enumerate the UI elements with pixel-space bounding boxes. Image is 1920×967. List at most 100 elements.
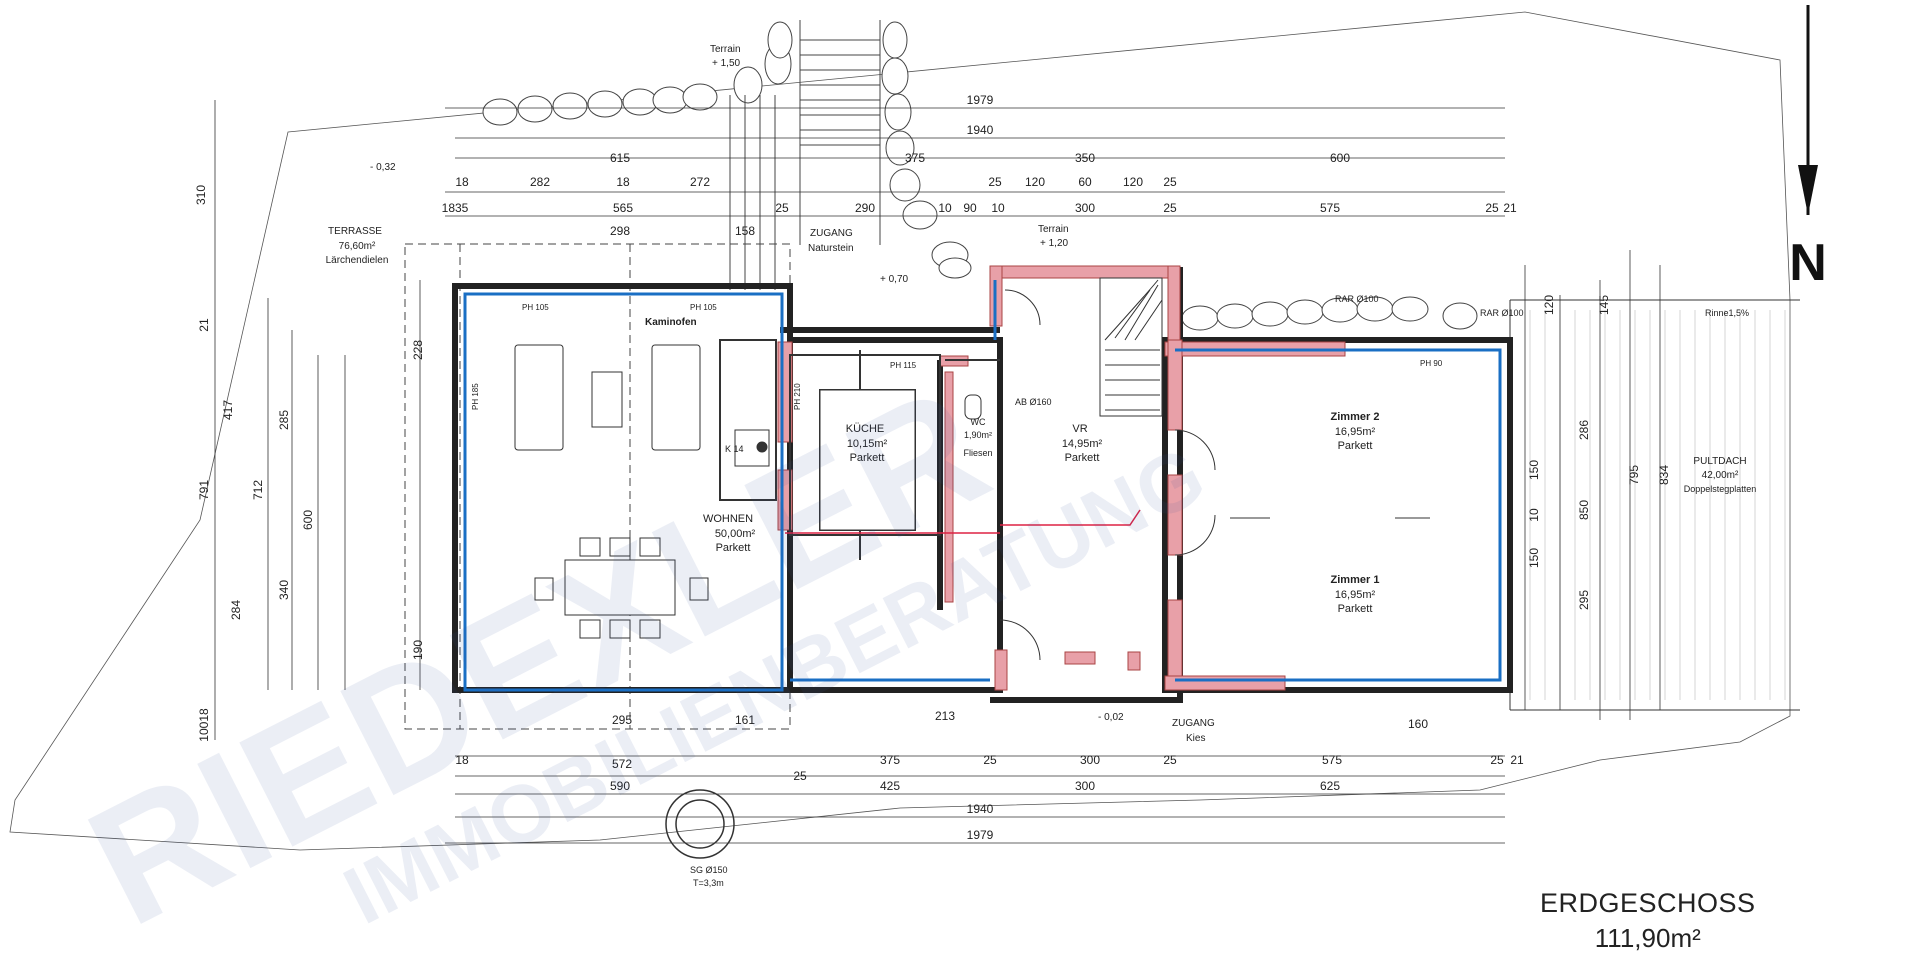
dim-425: 425 xyxy=(880,779,900,793)
dim-282: 282 xyxy=(530,175,550,189)
dim-590: 590 xyxy=(610,779,630,793)
dim-120-right: 120 xyxy=(1542,295,1556,315)
label-zugang-top: ZUGANG xyxy=(810,228,853,239)
dimension-numbers-left: 21 417 791 712 285 600 340 284 228 190 1… xyxy=(197,318,425,742)
room-zimmer1-name: Zimmer 1 xyxy=(1331,574,1380,586)
label-lvl-070: + 0,70 xyxy=(880,274,909,285)
dim-375: 375 xyxy=(905,151,925,165)
dimension-numbers-top: 1979 1940 615 375 350 600 18 282 18 272 … xyxy=(194,93,1517,238)
dim-190: 190 xyxy=(411,640,425,660)
dim-228: 228 xyxy=(411,340,425,360)
dim-158: 158 xyxy=(735,224,755,238)
label-ph105a: PH 105 xyxy=(522,303,549,312)
dim-298: 298 xyxy=(610,224,630,238)
dim-145: 145 xyxy=(1597,295,1611,315)
room-wc-floor: Fliesen xyxy=(963,448,992,458)
dim-10b: 10 xyxy=(991,201,1005,215)
label-rar1: RAR Ø100 xyxy=(1335,294,1379,304)
dim-300c: 300 xyxy=(1075,779,1095,793)
room-wohnen-floor: Parkett xyxy=(716,542,751,554)
room-wc-name: WC xyxy=(971,417,986,427)
label-ph185: PH 185 xyxy=(471,383,480,410)
dimension-numbers-bottom: 295 161 213 160 18 572 25 375 25 300 25 … xyxy=(455,709,1524,842)
stone-path-top xyxy=(482,21,1478,331)
door-swings xyxy=(999,289,1430,661)
label-ph90: PH 90 xyxy=(1420,359,1443,368)
dim-575b: 575 xyxy=(1322,753,1342,767)
dim-25i: 25 xyxy=(1490,753,1504,767)
label-terrain-top: Terrain xyxy=(710,44,741,55)
drawing-area: 111,90m² xyxy=(1594,923,1701,953)
dimension-lines xyxy=(214,100,1661,844)
dim-310: 310 xyxy=(194,185,208,205)
dim-18a: 18 xyxy=(455,175,469,189)
room-labels: WOHNEN 50,00m² Parkett KÜCHE 10,15m² Par… xyxy=(326,226,1757,615)
dim-565: 565 xyxy=(613,201,633,215)
label-kaminofen: Kaminofen xyxy=(645,317,697,328)
dim-1979-bottom: 1979 xyxy=(967,828,994,842)
room-terrasse-area: 76,60m² xyxy=(339,241,376,252)
label-sg: SG Ø150 xyxy=(690,865,728,875)
dim-600-left: 600 xyxy=(301,510,315,530)
label-zugang-top-mat: Naturstein xyxy=(808,243,854,254)
dim-10-right: 10 xyxy=(1527,508,1541,522)
room-zimmer1-floor: Parkett xyxy=(1338,603,1373,615)
dim-213: 213 xyxy=(935,709,955,723)
kitchen-island xyxy=(819,389,916,531)
dim-25g: 25 xyxy=(983,753,997,767)
dim-290: 290 xyxy=(855,201,875,215)
room-wc-area: 1,90m² xyxy=(964,430,992,440)
dim-18c: 18 xyxy=(455,753,469,767)
north-arrow: N xyxy=(1789,5,1827,292)
north-label: N xyxy=(1789,234,1827,292)
room-kueche-floor: Parkett xyxy=(850,452,885,464)
room-pultdach-floor: Doppelstegplatten xyxy=(1684,484,1757,494)
label-zugang-bottom-mat: Kies xyxy=(1186,733,1205,744)
dim-120b: 120 xyxy=(1123,175,1143,189)
room-zimmer1-area: 16,95m² xyxy=(1335,589,1376,601)
dim-150a: 150 xyxy=(1527,460,1541,480)
dim-25h: 25 xyxy=(1163,753,1177,767)
dim-834: 834 xyxy=(1657,465,1671,485)
insulation-line xyxy=(463,280,1502,692)
misc-labels: Kaminofen K 14 ZUGANG Naturstein ZUGANG … xyxy=(370,44,1749,888)
wc-toilet xyxy=(964,394,982,420)
dim-572: 572 xyxy=(612,757,632,771)
dim-375b: 375 xyxy=(880,753,900,767)
room-pultdach-name: PULTDACH xyxy=(1693,456,1746,467)
label-ph210: PH 210 xyxy=(793,383,802,410)
room-wohnen-name: WOHNEN xyxy=(703,513,753,525)
dim-21-left: 21 xyxy=(197,318,211,332)
dim-284: 284 xyxy=(229,600,243,620)
label-lvl-002: - 0,02 xyxy=(1098,712,1124,723)
dim-18b: 18 xyxy=(616,175,630,189)
label-sg-depth: T=3,3m xyxy=(693,878,724,888)
dim-285: 285 xyxy=(277,410,291,430)
room-terrasse-floor: Lärchendielen xyxy=(326,255,389,266)
dining-table xyxy=(564,559,676,616)
dim-25f: 25 xyxy=(793,769,807,783)
dim-300b: 300 xyxy=(1080,753,1100,767)
dim-712: 712 xyxy=(251,480,265,500)
dim-295: 295 xyxy=(612,713,632,727)
label-lvl-032: - 0,32 xyxy=(370,162,396,173)
label-terrain-mid: Terrain xyxy=(1038,224,1069,235)
dim-25c: 25 xyxy=(775,201,789,215)
pultdach-roof xyxy=(1529,310,1786,700)
label-rar2: RAR Ø100 xyxy=(1480,308,1524,318)
label-rinne: Rinne1,5% xyxy=(1705,308,1749,318)
dim-1835: 1835 xyxy=(442,201,469,215)
room-kueche-name: KÜCHE xyxy=(846,423,885,435)
dim-300: 300 xyxy=(1075,201,1095,215)
label-ph115: PH 115 xyxy=(890,361,917,370)
outdoor-stairs xyxy=(729,20,881,290)
room-pultdach-area: 42,00m² xyxy=(1702,470,1739,481)
dim-850: 850 xyxy=(1577,500,1591,520)
dim-1979-top: 1979 xyxy=(967,93,994,107)
room-zimmer2-name: Zimmer 2 xyxy=(1331,411,1380,423)
room-vr-name: VR xyxy=(1072,423,1087,435)
dim-120a: 120 xyxy=(1025,175,1045,189)
dim-150b: 150 xyxy=(1527,548,1541,568)
label-ab: AB Ø160 xyxy=(1015,397,1052,407)
